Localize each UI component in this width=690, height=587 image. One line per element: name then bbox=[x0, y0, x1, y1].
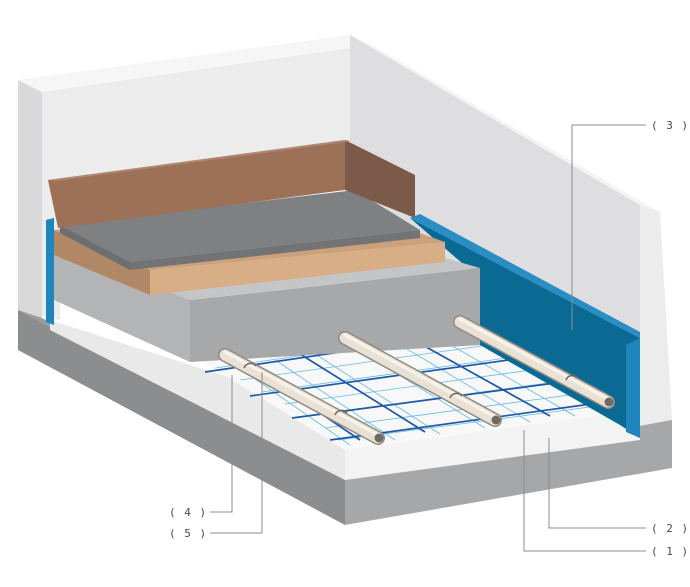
leader-line-1 bbox=[523, 430, 646, 552]
membrane-layer bbox=[60, 190, 420, 270]
callout-label-3: ( 3 ) bbox=[651, 119, 689, 132]
leader-line-3 bbox=[571, 124, 646, 330]
parquet-floor bbox=[48, 140, 415, 228]
callout-label-2: ( 2 ) bbox=[651, 522, 689, 535]
heating-pipe-1 bbox=[218, 348, 385, 445]
heating-pipe-2 bbox=[338, 331, 502, 427]
heating-pipes bbox=[218, 315, 615, 445]
callout-label-4: ( 4 ) bbox=[169, 506, 207, 519]
leader-line-4 bbox=[210, 375, 233, 513]
leader-lines bbox=[210, 124, 646, 552]
leader-line-5 bbox=[210, 372, 263, 534]
back-wall bbox=[18, 35, 372, 320]
heating-pipe-3 bbox=[453, 315, 615, 409]
callout-label-1: ( 1 ) bbox=[651, 545, 689, 558]
callout-label-5: ( 5 ) bbox=[169, 527, 207, 540]
pipe-clips bbox=[243, 362, 579, 416]
leader-line-2 bbox=[548, 438, 646, 529]
